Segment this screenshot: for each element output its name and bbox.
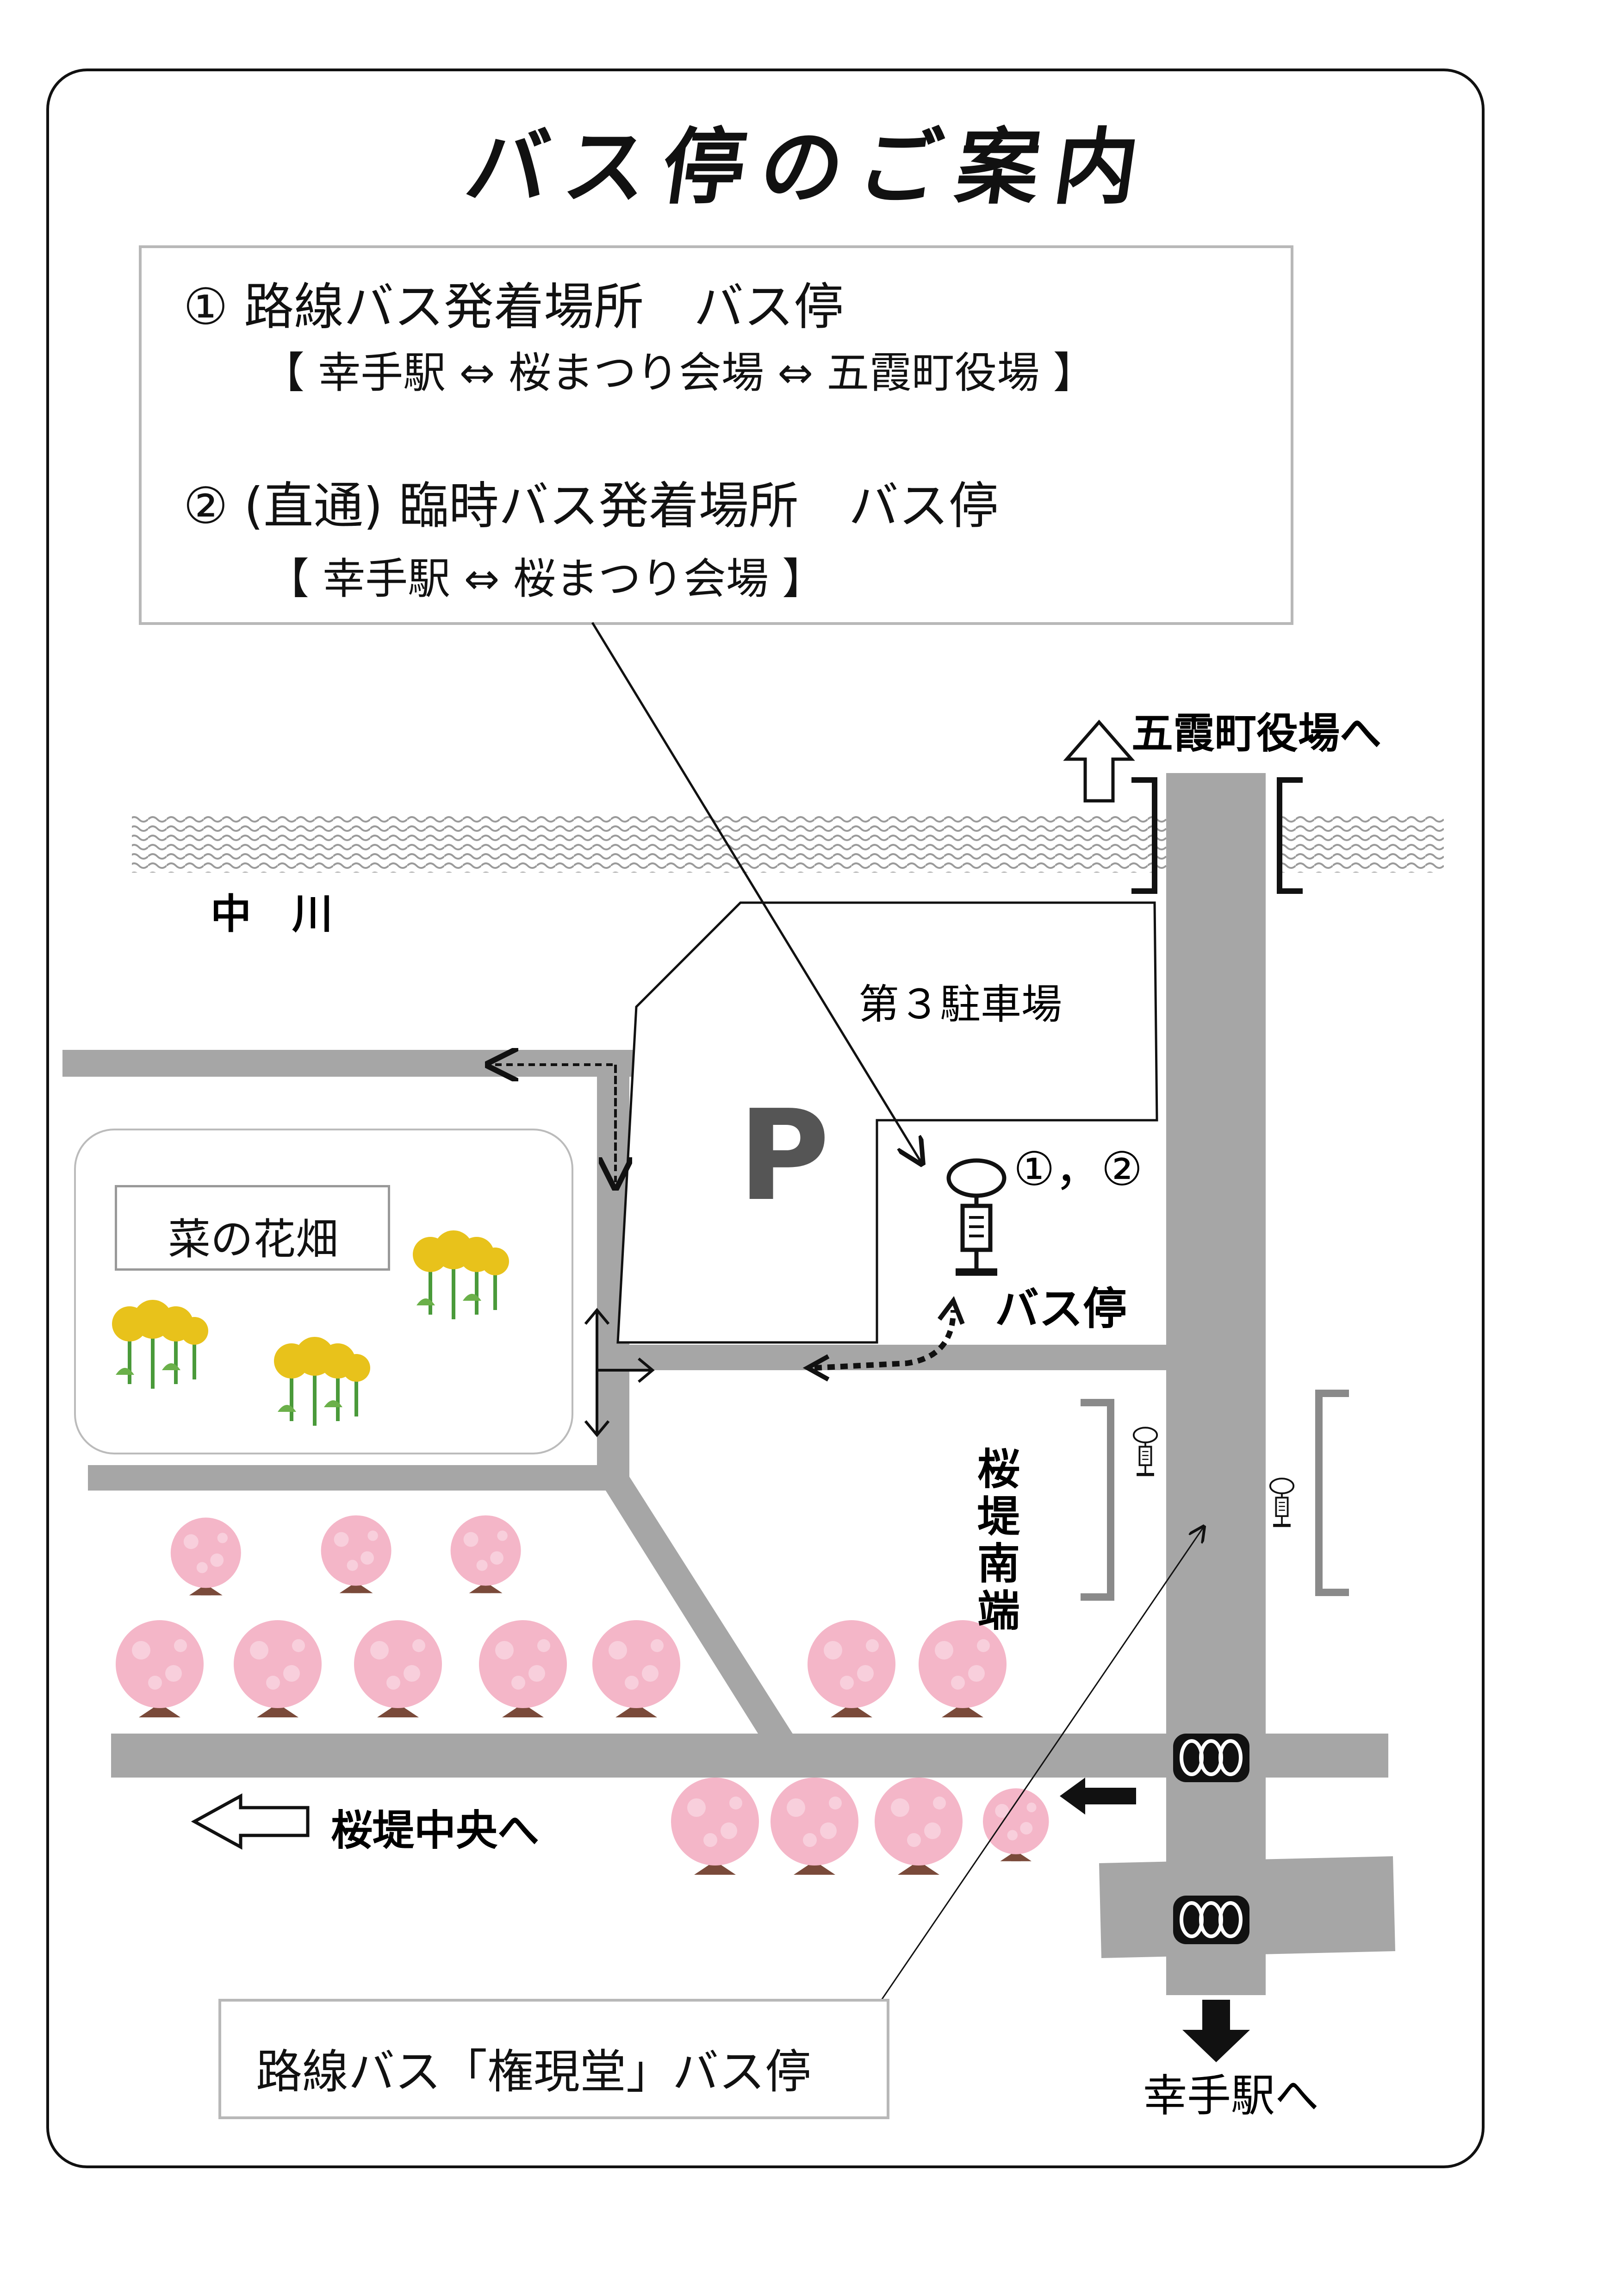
nanohana-label: 菜の花畑 xyxy=(115,1185,390,1271)
river-left xyxy=(132,815,1173,873)
map-frame xyxy=(46,69,1485,2168)
sakura-tree xyxy=(234,1620,322,1717)
sakura-tree xyxy=(875,1778,963,1875)
sakura-tree xyxy=(771,1778,858,1875)
diagonal-road xyxy=(597,1477,803,1750)
arrow-down-icon xyxy=(1182,2000,1250,2062)
temp-bus-route: 【 幸手駅 ⇔ 桜まつり会場 】 xyxy=(267,554,825,604)
bridge-left xyxy=(1131,777,1157,894)
nanohana-field xyxy=(74,1129,573,1454)
label-to-satte: 幸手駅へ xyxy=(1143,2071,1319,2121)
bus-info-box: ① 路線バス発着場所 バス停 【 幸手駅 ⇔ 桜まつり会場 ⇔ 五霞町役場 】 … xyxy=(139,245,1293,625)
walk-path-to-stop xyxy=(814,1310,956,1371)
sakura-tree xyxy=(321,1515,392,1593)
main-road xyxy=(1166,773,1266,1995)
pointer-to-bus-stop xyxy=(591,622,921,1162)
nanohana-label-text: 菜の花畑 xyxy=(168,1215,339,1264)
sakura-tree xyxy=(354,1620,442,1717)
pointer-to-route-stop xyxy=(881,1528,1203,2000)
sakura-tree xyxy=(671,1778,759,1875)
temp-bus-stop-heading: ② (直通) 臨時バス発着場所 バス停 xyxy=(183,477,999,535)
sakura-tree xyxy=(116,1620,204,1717)
route-stop-label-box: 路線バス「権現堂」バス停 xyxy=(218,1999,889,2119)
field-south-road xyxy=(88,1465,615,1491)
route-bus-route: 【 幸手駅 ⇔ 桜まつり会場 ⇔ 五霞町役場 】 xyxy=(262,348,1096,398)
label-river: 中 川 xyxy=(211,890,333,938)
traffic-signal-icon xyxy=(1173,1896,1249,1944)
bus-stop-icon xyxy=(949,1160,1004,1276)
bridge-right xyxy=(1277,777,1303,894)
parking-lot-outline xyxy=(616,901,1158,1344)
walk-arrow-left-head xyxy=(802,1354,830,1382)
parking-symbol: P xyxy=(738,1083,830,1229)
river-right xyxy=(1277,815,1444,873)
label-bus-stop: バス停 xyxy=(995,1284,1127,1335)
sakura-tree xyxy=(479,1620,567,1717)
arrow-left-solid-icon xyxy=(1060,1778,1136,1815)
platform-east xyxy=(1315,1390,1349,1596)
walk-arrow-up-head xyxy=(938,1296,965,1325)
route-bus-stop-heading: ① 路線バス発着場所 バス停 xyxy=(183,278,844,336)
label-sakura-south: 桜堤南端 xyxy=(970,1447,1020,1635)
label-stop-numbers: ①，② xyxy=(1013,1142,1143,1196)
arrow-up-icon xyxy=(1063,719,1135,803)
label-parking-name: 第３駐車場 xyxy=(858,980,1062,1028)
sakura-tree xyxy=(592,1620,680,1717)
junction-arrows-icon xyxy=(584,1308,655,1437)
route-stop-label: 路線バス「権現堂」バス停 xyxy=(256,2045,811,2099)
bus-stop-icon-small xyxy=(1269,1478,1295,1528)
traffic-signal-icon xyxy=(1173,1734,1249,1782)
label-to-goka: 五霞町役場へ xyxy=(1131,709,1381,758)
sakura-tree xyxy=(450,1515,521,1593)
platform-west xyxy=(1081,1399,1114,1601)
bus-stop-icon-small xyxy=(1132,1427,1158,1477)
label-to-sakura-center: 桜堤中央へ xyxy=(331,1806,539,1855)
sakura-tree xyxy=(170,1517,241,1596)
sakura-tree xyxy=(983,1788,1049,1861)
walk-path-north xyxy=(491,1065,617,1162)
arrow-left-icon xyxy=(191,1793,310,1850)
sakura-tree xyxy=(808,1620,895,1717)
